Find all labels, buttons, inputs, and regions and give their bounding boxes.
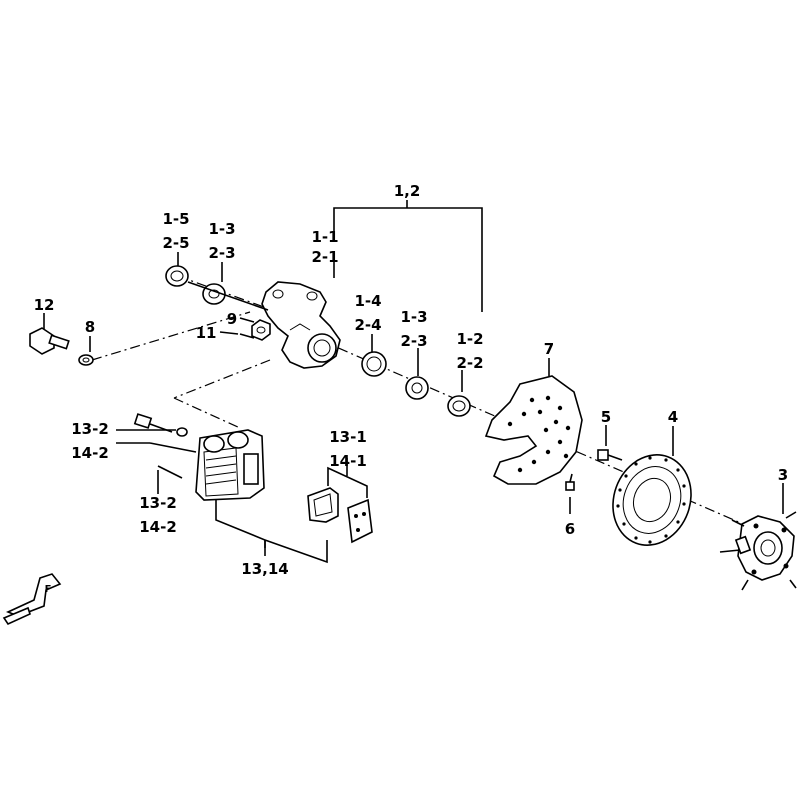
front-direction-mark (2, 573, 62, 626)
label-2-5: 2-5 (162, 234, 189, 252)
part-12-bolt (29, 327, 70, 355)
part-5-bolt (597, 449, 623, 461)
part-1-4-spacer (361, 351, 387, 377)
label-5: 5 (601, 408, 611, 426)
part-11-pin (239, 333, 255, 339)
brake-pads (307, 487, 373, 544)
label-1-1: 1-1 (311, 228, 338, 246)
label-4: 4 (668, 408, 678, 426)
part-1-5-seal (165, 265, 189, 287)
callout-labels: 1,2 1-1 2-1 1-5 2-5 1-3 2-3 1-4 2-4 1-3 … (34, 182, 789, 595)
label-2-2: 2-2 (456, 354, 483, 372)
shaft-line (187, 281, 269, 311)
part-1-3-bearing-right (405, 376, 429, 400)
label-3: 3 (778, 466, 788, 484)
label-11: 11 (196, 324, 217, 342)
part-1-1-knuckle (261, 281, 341, 369)
label-13-14-group: 13,14 (241, 560, 288, 578)
label-7: 7 (544, 340, 554, 358)
label-1-3-right: 1-3 (400, 308, 427, 326)
label-12: 12 (34, 296, 55, 314)
leader-lines (43, 200, 784, 564)
part-1-2-seal (447, 395, 471, 417)
label-1-4: 1-4 (354, 292, 381, 310)
label-front-f: F (45, 584, 52, 595)
label-13-1: 13-1 (329, 428, 367, 446)
label-14-2-bottom: 14-2 (139, 518, 177, 536)
label-2-4: 2-4 (354, 316, 381, 334)
label-1-5: 1-5 (162, 210, 189, 228)
label-1-2: 1-2 (456, 330, 483, 348)
part-7-dust-plate (484, 375, 583, 485)
label-2-3-right: 2-3 (400, 332, 427, 350)
label-1-3-left: 1-3 (208, 220, 235, 238)
label-14-2-top: 14-2 (71, 444, 109, 462)
part-9-nut (251, 319, 271, 341)
label-8: 8 (85, 318, 95, 336)
label-2-1: 2-1 (311, 248, 338, 266)
part-4-brake-disc (612, 454, 692, 546)
label-1-2-group: 1,2 (394, 182, 421, 200)
label-2-3-left: 2-3 (208, 244, 235, 262)
part-14-2-bolts (149, 427, 197, 479)
label-13-2-top: 13-2 (71, 420, 109, 438)
label-13-2-bottom: 13-2 (139, 494, 177, 512)
part-8-washer (78, 354, 94, 366)
part-6-screw (565, 473, 575, 491)
label-9: 9 (227, 310, 237, 328)
part-13-2-bleeder (133, 413, 173, 433)
label-6: 6 (565, 520, 575, 538)
caliper-assembly (195, 429, 265, 501)
label-14-1: 14-1 (329, 452, 367, 470)
part-3-hub (719, 511, 797, 591)
